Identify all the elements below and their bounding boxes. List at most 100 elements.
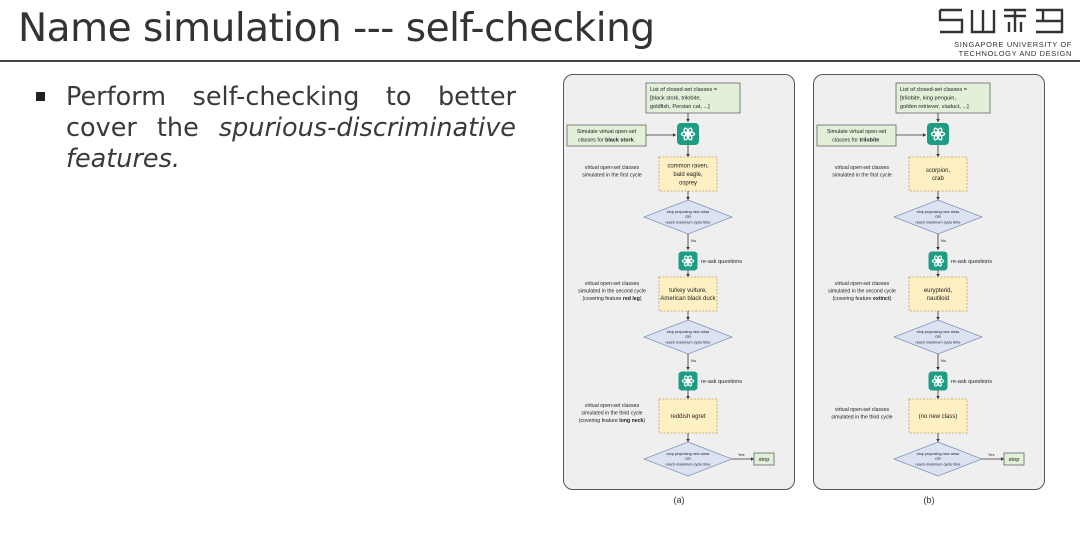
cycle-label-line: simulated in the first cycle bbox=[832, 173, 892, 179]
no-label: No bbox=[941, 238, 947, 243]
no-label: No bbox=[691, 238, 697, 243]
cycle-label-line: virtual open-set classes bbox=[835, 281, 890, 287]
re-ask-label: re-ask questions bbox=[701, 379, 742, 385]
simulate-prompt-box: Simulate virtual open-set classes for bla… bbox=[566, 124, 647, 147]
virtual-class-text: scorpion, bbox=[926, 168, 951, 174]
title-divider bbox=[0, 60, 1080, 62]
stop-text: stop bbox=[759, 457, 770, 463]
cycle-label-line: (covering feature extinct) bbox=[833, 296, 892, 302]
no-label: No bbox=[941, 358, 947, 363]
cycle-label: virtual open-set classes simulated in the… bbox=[828, 281, 896, 302]
cycle-label-line: simulated in the third cycle bbox=[581, 411, 642, 417]
virtual-class-text: turkey vulture, bbox=[669, 288, 707, 294]
flow-arrow-head bbox=[923, 133, 926, 137]
decision-text: reach maximum cycle time bbox=[666, 220, 711, 224]
virtual-class-text: common raven, bbox=[667, 164, 709, 170]
decision-text: OR bbox=[935, 457, 941, 461]
chatgpt-icon bbox=[678, 371, 698, 391]
cycle-label-line: simulated in the second cycle bbox=[828, 289, 896, 295]
flow-arrow-head bbox=[1001, 457, 1004, 461]
flow-arrow-head bbox=[936, 154, 940, 157]
cycle-label-line: virtual open-set classes bbox=[585, 281, 640, 287]
flow-arrow-head bbox=[673, 133, 676, 137]
flow-arrow-head bbox=[936, 197, 940, 200]
cycle-label-line: simulated in the third cycle bbox=[831, 415, 892, 421]
virtual-classes-box: common raven, bald eagle, osprey bbox=[658, 156, 718, 192]
decision-text: stop proposing new class bbox=[917, 330, 960, 334]
logo-text-line-2: TECHNOLOGY AND DESIGN bbox=[958, 49, 1072, 58]
prompt-line: Simulate virtual open-set bbox=[577, 129, 637, 135]
no-label: No bbox=[691, 358, 697, 363]
virtual-class-text: American black duck bbox=[660, 296, 716, 302]
chatgpt-icon bbox=[677, 123, 699, 145]
closed-set-list-line: goldfish, Persian cat, ...] bbox=[650, 104, 710, 110]
flow-arrow-head bbox=[751, 457, 754, 461]
decision-text: reach maximum cycle time bbox=[916, 462, 961, 466]
decision-text: stop proposing new class bbox=[667, 210, 710, 214]
yes-label: Yes bbox=[988, 452, 995, 457]
flow-arrow-head bbox=[686, 367, 690, 370]
virtual-classes-box: scorpion, crab bbox=[908, 156, 968, 192]
flow-arrow-head bbox=[686, 396, 690, 399]
flow-arrow-head bbox=[936, 247, 940, 250]
chatgpt-icon bbox=[678, 251, 698, 271]
decision-text: stop proposing new class bbox=[667, 330, 710, 334]
decision-text: reach maximum cycle time bbox=[916, 340, 961, 344]
virtual-class-text: (no new class) bbox=[919, 414, 958, 420]
virtual-class-text: crab bbox=[932, 176, 944, 182]
virtual-classes-box: reddish egret bbox=[658, 398, 718, 434]
panel-caption-b: (b) bbox=[923, 495, 935, 505]
virtual-classes-box: (no new class) bbox=[908, 398, 968, 434]
closed-set-list-box: List of closed-set classes =[black stork… bbox=[645, 82, 741, 114]
decision-text: OR bbox=[935, 335, 941, 339]
virtual-classes-box: turkey vulture, American black duck bbox=[658, 276, 718, 312]
flowchart-diagram: List of closed-set classes =[black stork… bbox=[566, 82, 775, 477]
flowchart-panel-b: List of closed-set classes =[trilobite, … bbox=[813, 74, 1045, 490]
virtual-classes-box: eurypterid,nautiloid bbox=[908, 276, 968, 312]
flow-arrow-head bbox=[686, 247, 690, 250]
panel-caption-a: (a) bbox=[673, 495, 685, 505]
closed-set-list-line: golden retriever, viaduct, ...] bbox=[900, 104, 969, 110]
university-logo bbox=[938, 8, 1064, 34]
decision-text: stop proposing new class bbox=[917, 452, 960, 456]
cycle-label-line: (covering feature long neck) bbox=[579, 418, 646, 424]
cycle-label-line: (covering feature red leg) bbox=[582, 296, 641, 302]
re-ask-label: re-ask questions bbox=[951, 259, 992, 265]
flowchart-panel-a: List of closed-set classes =[black stork… bbox=[563, 74, 795, 490]
closed-set-list-line: [trilobite, king penguin, bbox=[900, 96, 956, 102]
bullet-point: Perform self-checking to better cover th… bbox=[36, 82, 516, 175]
closed-set-list-box: List of closed-set classes =[trilobite, … bbox=[895, 82, 991, 114]
bullet-square-icon bbox=[36, 92, 45, 101]
decision-text: reach maximum cycle time bbox=[916, 220, 961, 224]
prompt-line: classes for trilobite. bbox=[832, 138, 881, 144]
chatgpt-icon bbox=[928, 251, 948, 271]
flow-arrow-head bbox=[936, 317, 940, 320]
flow-arrow-head bbox=[686, 274, 690, 277]
virtual-class-text: bald eagle, bbox=[673, 172, 703, 178]
decision-text: stop proposing new class bbox=[667, 452, 710, 456]
cycle-label-line: virtual open-set classes bbox=[835, 165, 890, 171]
slide-title: Name simulation --- self-checking bbox=[18, 6, 655, 51]
bullet-text: Perform self-checking to better cover th… bbox=[66, 82, 516, 143]
virtual-class-text: eurypterid, bbox=[924, 288, 953, 294]
flow-arrow-head bbox=[686, 317, 690, 320]
chatgpt-icon bbox=[927, 123, 949, 145]
prompt-line: classes for black stork. bbox=[578, 138, 635, 144]
virtual-class-text: osprey bbox=[679, 180, 697, 186]
re-ask-label: re-ask questions bbox=[951, 379, 992, 385]
cycle-label-line: virtual open-set classes bbox=[585, 403, 640, 409]
re-ask-label: re-ask questions bbox=[701, 259, 742, 265]
flow-arrow-head bbox=[936, 396, 940, 399]
logo-text-line-1: SINGAPORE UNIVERSITY OF bbox=[954, 40, 1072, 49]
decision-text: reach maximum cycle time bbox=[666, 340, 711, 344]
stop-box: stop bbox=[1003, 452, 1025, 466]
flow-arrow-head bbox=[686, 119, 690, 122]
decision-text: OR bbox=[685, 335, 691, 339]
flow-arrow-head bbox=[936, 274, 940, 277]
